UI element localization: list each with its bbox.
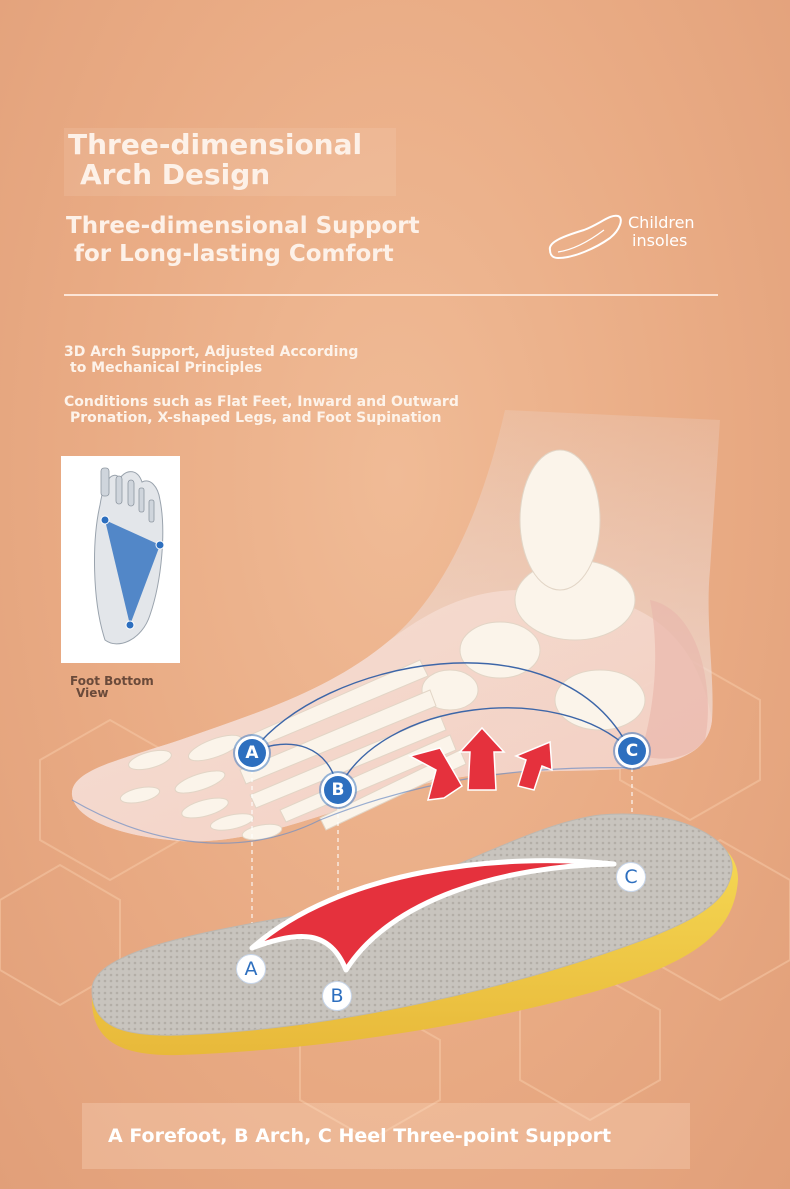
page-title: Three-dimensional Arch Design	[64, 128, 397, 196]
subtitle-line-2: for Long-lasting Comfort	[74, 241, 394, 267]
badge-line-1: Children	[628, 213, 695, 232]
caption-line-1: Foot Bottom	[70, 674, 154, 688]
insole-illustration	[91, 813, 739, 1056]
insole-point-a: A	[236, 954, 266, 984]
three-point-support-banner: A Forefoot, B Arch, C Heel Three-point S…	[82, 1103, 690, 1169]
point-c-heel: C	[618, 737, 646, 765]
insole-outline-icon	[548, 214, 622, 260]
foot-illustration	[71, 410, 720, 844]
foot-bottom-caption: Foot Bottom View	[70, 675, 154, 699]
feature-arch-support: 3D Arch Support, Adjusted According to M…	[64, 344, 358, 376]
feature-1-line-1: 3D Arch Support, Adjusted According	[64, 344, 359, 360]
title-line-2: Arch Design	[80, 158, 271, 191]
subtitle-line-1: Three-dimensional Support	[66, 213, 420, 239]
foot-bottom-diagram	[61, 456, 180, 663]
insole-point-b: B	[322, 981, 352, 1011]
badge-label: Children insoles	[628, 214, 695, 250]
page-subtitle: Three-dimensional Support for Long-lasti…	[66, 212, 420, 268]
insole-point-c: C	[616, 862, 646, 892]
point-a-forefoot: A	[238, 739, 266, 767]
feature-conditions: Conditions such as Flat Feet, Inward and…	[64, 394, 459, 426]
point-b-arch: B	[324, 776, 352, 804]
divider	[64, 294, 718, 296]
children-insoles-badge: Children insoles	[540, 200, 720, 268]
title-line-1: Three-dimensional	[68, 128, 363, 161]
badge-line-2: insoles	[632, 231, 688, 250]
feature-1-line-2: to Mechanical Principles	[70, 360, 263, 376]
feature-2-line-1: Conditions such as Flat Feet, Inward and…	[64, 394, 459, 410]
support-arrows	[407, 726, 553, 801]
feature-2-line-2: Pronation, X-shaped Legs, and Foot Supin…	[70, 410, 442, 426]
caption-line-2: View	[76, 686, 109, 700]
